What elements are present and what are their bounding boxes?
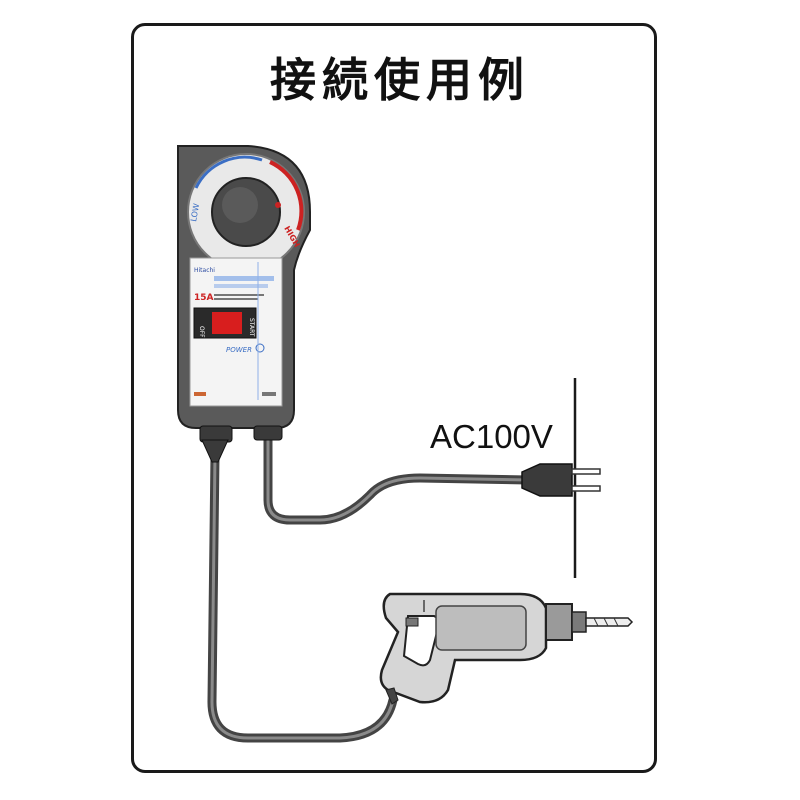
- switch-start-label: START: [248, 318, 255, 337]
- dial-low-label: LOW: [189, 203, 201, 223]
- dial-indicator: [275, 202, 281, 208]
- switch-off-label: OFF: [198, 326, 205, 338]
- model-label: 15A: [194, 293, 214, 303]
- power-plug: [521, 463, 601, 497]
- voltage-label: AC100V: [430, 418, 553, 455]
- diagram-title: 接続使用例: [270, 53, 530, 107]
- output-connector: [201, 439, 229, 463]
- speed-controller: LOW HIGH Hitachi 15A OFF START POWER: [177, 145, 311, 463]
- dial-scale-blue: [194, 155, 263, 189]
- dial-scale-red: [269, 160, 304, 231]
- electric-drill: [379, 592, 634, 705]
- power-label: POWER: [226, 346, 252, 354]
- brand-label: Hitachi: [194, 267, 215, 274]
- display-red: [212, 312, 242, 334]
